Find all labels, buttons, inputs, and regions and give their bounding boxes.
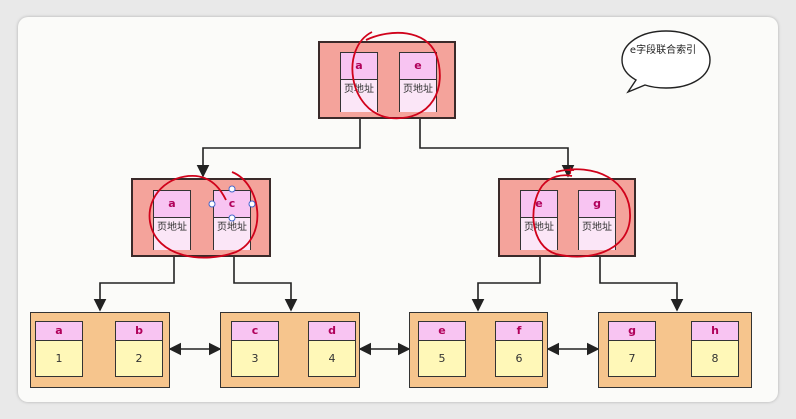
selection-handle (228, 185, 236, 193)
key-label: a (154, 191, 190, 218)
leaf-node-1: a 1 b 2 (30, 312, 170, 388)
row-value: 4 (328, 352, 336, 365)
row-value: 3 (251, 352, 259, 365)
key-label: g (609, 322, 655, 341)
row-value: 2 (135, 352, 143, 365)
leaf-node-3: e 5 f 6 (409, 312, 548, 388)
root-key-a: a 页地址 (340, 52, 378, 112)
selection-handle (228, 214, 236, 222)
row-value: 7 (628, 352, 636, 365)
leaf1-entry-a: a 1 (35, 321, 83, 377)
leaf3-entry-e: e 5 (418, 321, 466, 377)
edge-int1-leaf2 (233, 255, 298, 312)
internal-node-2: e 页地址 g 页地址 (498, 178, 636, 257)
leaf4-entry-h: h 8 (691, 321, 739, 377)
speech-bubble (621, 30, 711, 94)
highlight-circle-left (148, 171, 259, 259)
key-label: h (692, 322, 738, 341)
note-text: e字段联合索引 (629, 45, 697, 56)
page-pointer: 页地址 (154, 218, 190, 250)
page-pointer: 页地址 (521, 218, 557, 250)
leaf2-entry-c: c 3 (231, 321, 279, 377)
page-pointer: 页地址 (579, 218, 615, 250)
key-label: e (521, 191, 557, 218)
root-key-e: e 页地址 (399, 52, 437, 112)
key-label: e (419, 322, 465, 341)
edge-int1-leaf1 (93, 255, 175, 312)
key-label: a (341, 53, 377, 80)
leaf4-entry-g: g 7 (608, 321, 656, 377)
selection-handle (208, 200, 216, 208)
row-value: 1 (55, 352, 63, 365)
key-label: d (309, 322, 355, 341)
internal-node-1: a 页地址 c 页地址 (131, 178, 271, 257)
page-pointer: 页地址 (400, 80, 436, 112)
root-node: a 页地址 e 页地址 (318, 41, 456, 119)
page-pointer: 页地址 (214, 218, 250, 250)
key-label: g (579, 191, 615, 218)
key-label: f (496, 322, 542, 341)
selection-handle (248, 200, 256, 208)
leaf-node-2: c 3 d 4 (220, 312, 360, 388)
internal1-key-a: a 页地址 (153, 190, 191, 250)
leaf-node-4: g 7 h 8 (598, 312, 752, 388)
highlight-circle-right (532, 168, 631, 258)
edge-root-left (196, 118, 361, 178)
internal2-key-g: g 页地址 (578, 190, 616, 250)
edge-root-right (419, 118, 575, 178)
leaf2-entry-d: d 4 (308, 321, 356, 377)
highlight-circle-root (351, 31, 441, 120)
row-value: 5 (438, 352, 446, 365)
leaf1-entry-b: b 2 (115, 321, 163, 377)
leaf3-entry-f: f 6 (495, 321, 543, 377)
key-label: b (116, 322, 162, 341)
internal1-key-c: c 页地址 (213, 190, 251, 250)
plus-mark: + (566, 164, 575, 177)
row-value: 6 (515, 352, 523, 365)
key-label: c (232, 322, 278, 341)
row-value: 8 (711, 352, 719, 365)
key-label: e (400, 53, 436, 80)
key-label: a (36, 322, 82, 341)
edge-int2-leaf4 (599, 255, 684, 312)
edge-int2-leaf3 (471, 255, 541, 312)
